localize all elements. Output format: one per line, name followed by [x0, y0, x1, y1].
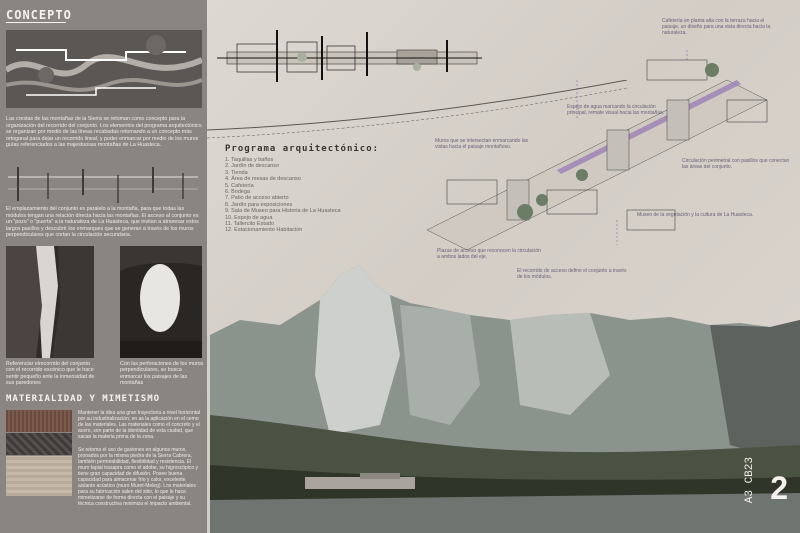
program-item: 1. Taquillas y baños: [225, 157, 274, 163]
texture-stone: [6, 433, 72, 455]
program-title: Programa arquitectónico:: [225, 144, 380, 154]
program-item: 4. Área de mesas de descanso: [225, 176, 301, 183]
program-item: 11. Tallercito Estado: [225, 221, 275, 228]
note-2: Espejo de agua marcando la circulación p…: [567, 104, 664, 116]
note-1: Cafetería en planta alta con la terraza …: [662, 18, 771, 36]
photo-caption-left: Referenciar elrecorrido del conjunto con…: [6, 361, 95, 386]
note-4: Circulación perimetral con pasillos que …: [682, 158, 790, 170]
sheet-number: 2: [770, 470, 788, 506]
axonometric-diagram: [407, 40, 800, 260]
concept-aerial-image: [6, 30, 202, 108]
program-item: 12. Estacionamiento Habitación: [225, 227, 303, 234]
note-7: El recorrido de acceso define el conjunt…: [517, 268, 627, 280]
program-item: 7. Patio de acceso abierto: [225, 195, 289, 202]
canyon-photo-left: [6, 246, 94, 358]
program-list: 1. Taquillas y baños 2. Jardín de descan…: [225, 157, 341, 234]
sheet-code: A3 CB23: [744, 456, 756, 503]
note-6: Museo de la vegetación y la cultura de L…: [637, 212, 754, 218]
program-item: 5. Cafetería: [225, 182, 254, 189]
texture-adobe: [6, 456, 72, 496]
concept-text: Las crestas de las montañas de la Sierra…: [6, 116, 202, 148]
site-plan: [217, 22, 487, 92]
photo-caption-right: Con las perforaciones de los muros perpe…: [120, 361, 204, 386]
site-curve: [207, 79, 628, 140]
concept-title: CONCEPTO: [6, 8, 72, 22]
materiality-text-2: Se retoma el uso de gaviones en algunos …: [78, 447, 199, 507]
materiality-title: MATERIALIDAD Y MIMETISMO: [6, 394, 161, 404]
note-3: Muros que se intersectan enmarcando las …: [435, 138, 529, 150]
left-panel: CONCEPTO Las crestas de las montañas de …: [0, 0, 207, 533]
program-item: 9. Sala de Museo para Historia de La Hua…: [225, 208, 341, 215]
note-5: Plazas de acceso que reconocen la circul…: [437, 248, 541, 260]
program-item: 6. Bodega: [225, 189, 251, 196]
materiality-text: Mantener la idea una gran trayectoria a …: [78, 410, 201, 440]
title-underline: [6, 22, 66, 23]
aerial-sketch: [6, 30, 202, 108]
program-item: 10. Espejo de agua: [225, 214, 273, 221]
program-item: 3. Tienda: [225, 169, 248, 176]
concept-line-diagram: [8, 165, 198, 205]
program-item: 2. Jardín de descanso: [225, 163, 280, 170]
right-panel: Programa arquitectónico: 1. Taquillas y …: [207, 0, 800, 533]
texture-concrete: [6, 410, 72, 432]
mountain-landscape-image: [210, 265, 800, 533]
program-item: 8. Jardín para exposiciones: [225, 201, 293, 208]
concept-text-2: El emplazamiento del conjunto es paralel…: [6, 206, 199, 238]
canyon-photo-right: [120, 246, 202, 358]
